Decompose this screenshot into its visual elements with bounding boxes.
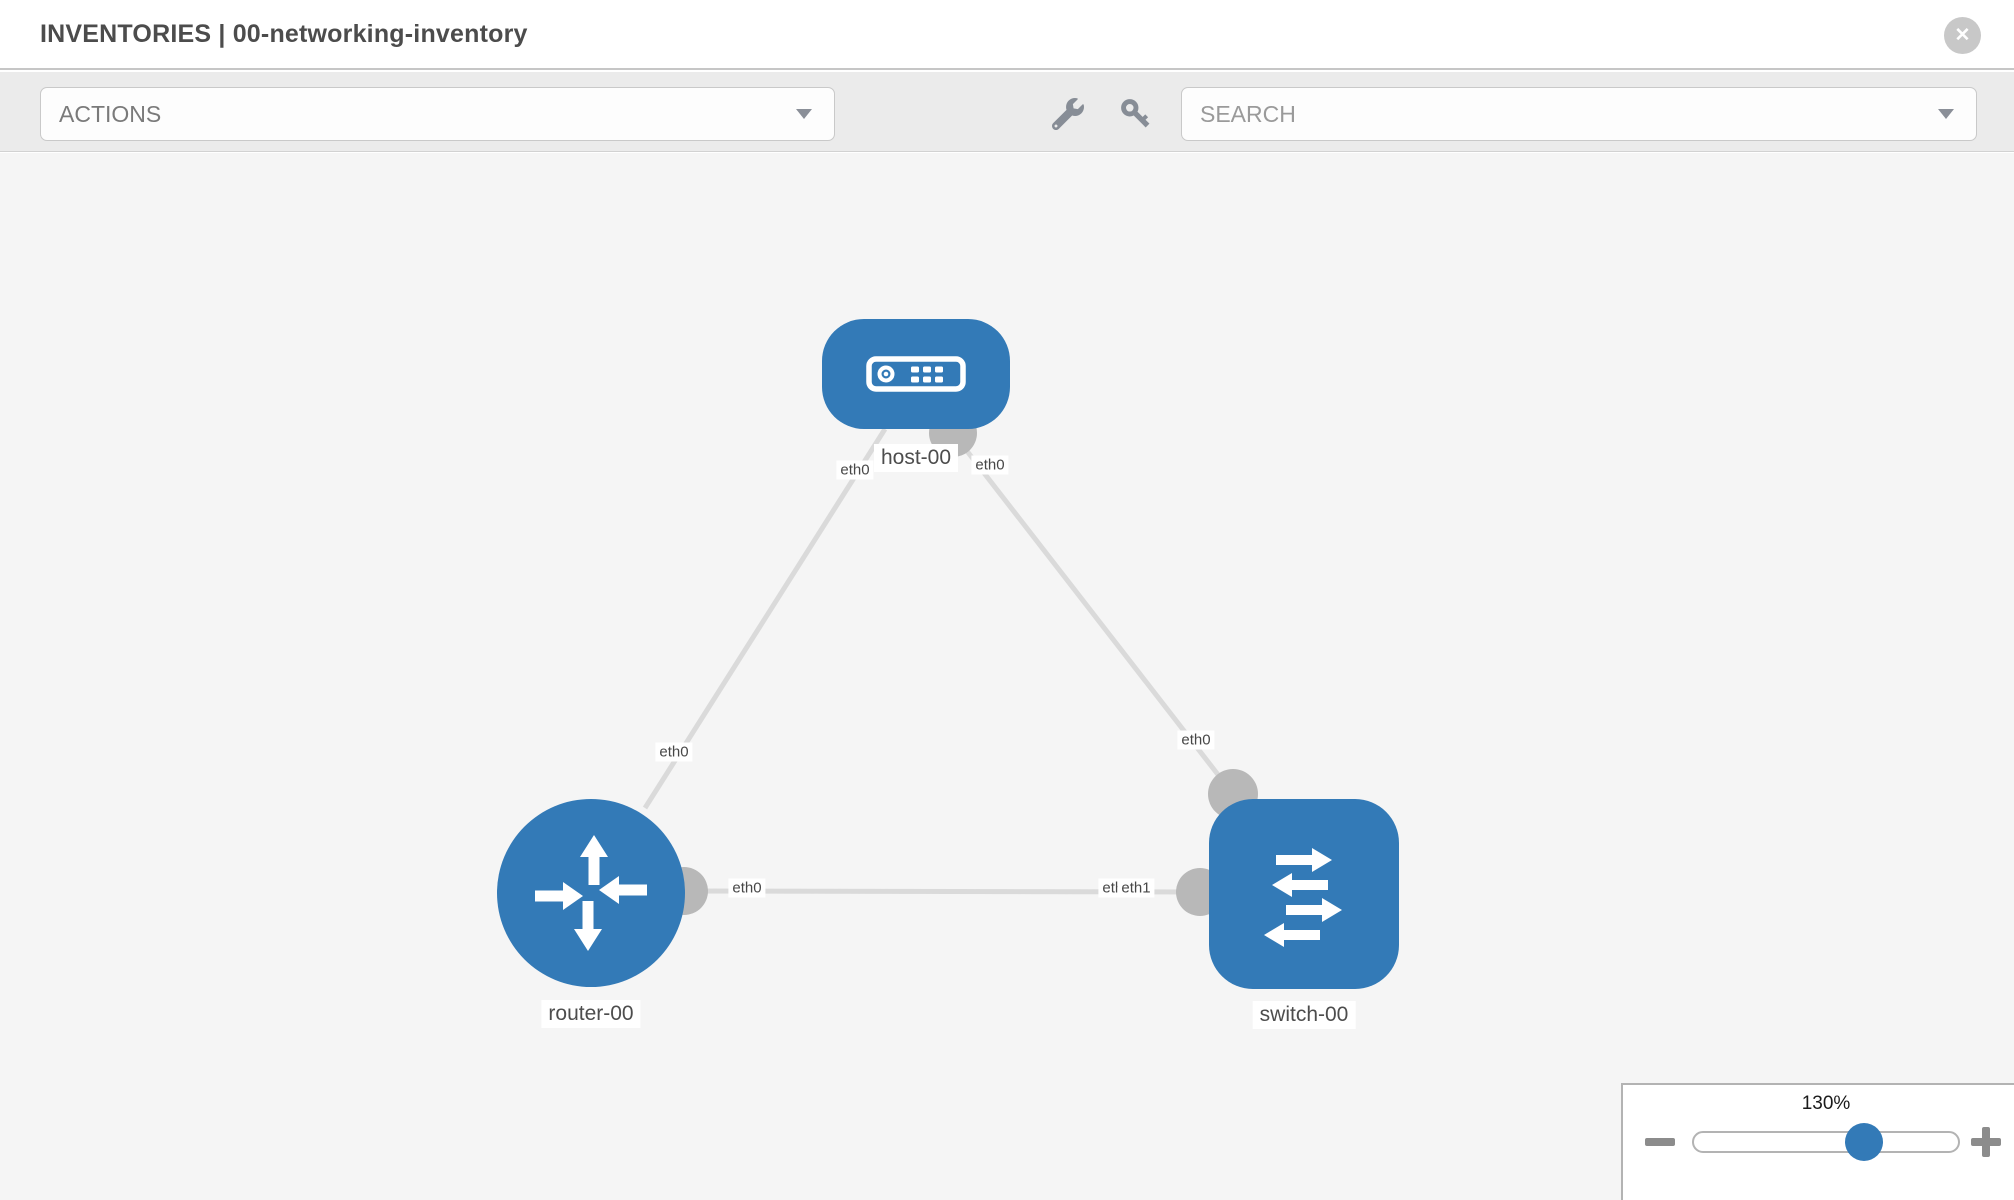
switch-icon (1240, 830, 1368, 958)
zoom-slider-thumb[interactable] (1845, 1123, 1884, 1161)
interface-label: eth0 (655, 742, 693, 762)
page-title: INVENTORIES | 00-networking-inventory (40, 20, 528, 48)
header: INVENTORIES | 00-networking-inventory ✕ (0, 0, 2014, 70)
close-button[interactable]: ✕ (1944, 17, 1981, 54)
interface-label: eth0 (836, 460, 874, 480)
zoom-panel: 130% (1621, 1083, 2014, 1200)
close-icon: ✕ (1954, 25, 1971, 46)
wrench-icon[interactable] (1051, 98, 1084, 131)
node-switch-00[interactable] (1209, 799, 1399, 989)
node-router-00[interactable] (497, 799, 685, 987)
topology-canvas[interactable]: eth0eth0eth0eth0eth0eth0eth1host-00route… (0, 153, 2014, 1200)
chevron-down-icon (796, 109, 812, 119)
actions-dropdown-label: ACTIONS (59, 100, 162, 127)
node-label-router-00: router-00 (541, 1000, 641, 1028)
node-host-00[interactable] (822, 319, 1010, 429)
interface-label: eth0 (728, 878, 766, 898)
zoom-in-button[interactable] (1971, 1127, 2001, 1157)
links-layer (642, 409, 1258, 916)
zoom-level: 130% (1801, 1093, 1851, 1114)
interface-label: eth0 (1177, 730, 1215, 750)
router-icon (527, 829, 655, 957)
host-icon (866, 356, 966, 392)
zoom-slider[interactable] (1692, 1123, 1960, 1161)
zoom-out-button[interactable] (1645, 1138, 1675, 1146)
chevron-down-icon (1938, 109, 1954, 119)
interface-label: eth1 (1117, 878, 1155, 898)
node-label-switch-00: switch-00 (1252, 1001, 1356, 1029)
node-label-host-00: host-00 (873, 444, 959, 472)
interface-label: eth0 (971, 455, 1009, 475)
search-dropdown[interactable]: SEARCH (1181, 87, 1977, 141)
actions-dropdown[interactable]: ACTIONS (40, 87, 835, 141)
search-dropdown-label: SEARCH (1200, 100, 1296, 127)
toolbar: ACTIONS SEARCH (0, 72, 2014, 152)
key-icon[interactable] (1120, 98, 1152, 130)
